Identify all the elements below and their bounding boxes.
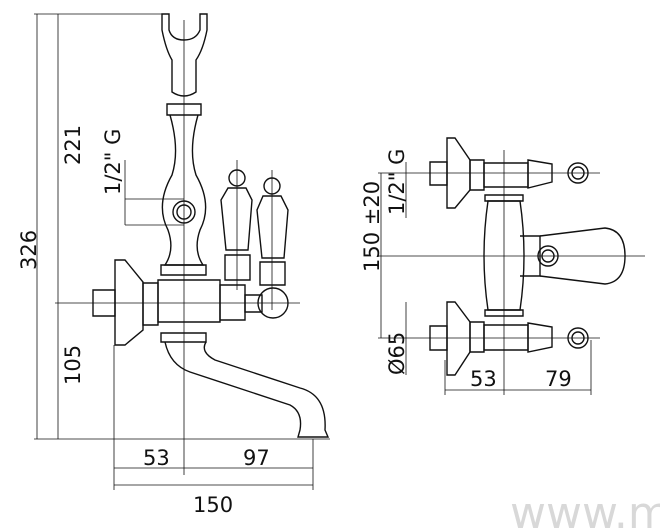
dim-wall-to-center-top: 53	[470, 367, 497, 391]
dim-lower-height: 105	[61, 345, 85, 385]
dim-thread-side: 1/2" G	[101, 129, 125, 195]
dim-total-height: 326	[17, 230, 41, 270]
watermark: www.msant.ru	[510, 488, 660, 530]
dim-total-depth: 150	[193, 493, 233, 517]
dim-thread-top: 1/2" G	[385, 149, 409, 215]
dim-wall-to-center: 53	[143, 446, 170, 470]
dim-spacing: 150 ±20	[360, 181, 384, 272]
dim-center-to-spout: 97	[243, 446, 270, 470]
dim-center-to-handle: 79	[545, 367, 572, 391]
dim-flange-diameter: Ø65	[385, 332, 409, 375]
top-view: 1/2" G 150 ±20 Ø65 53 79	[360, 137, 645, 395]
side-view: 326 221 105 1/2" G 53 97 150	[17, 13, 330, 517]
dim-upper-height: 221	[61, 125, 85, 165]
